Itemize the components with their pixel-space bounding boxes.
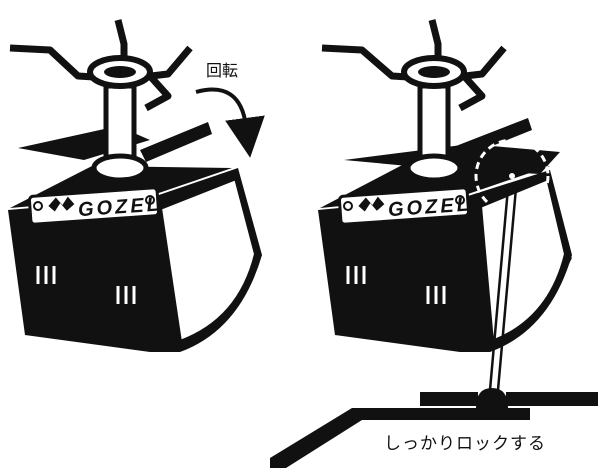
dashed-circle-highlight	[474, 138, 550, 214]
lock-caption: しっかりロックする	[384, 434, 546, 454]
lock-pin	[509, 173, 515, 179]
left-brand-plate	[27, 186, 161, 226]
lock-dome-icon	[476, 388, 508, 408]
right-valve-handle	[456, 118, 532, 158]
lock-upper-plate-left	[420, 392, 478, 406]
right-brand-plate	[337, 186, 471, 226]
rotate-label: 回転	[206, 61, 238, 80]
brand-logo-icon	[358, 196, 385, 212]
leader-line-right	[496, 187, 518, 391]
brand-logo-icon	[48, 196, 75, 212]
lock-detail	[270, 388, 598, 468]
left-stove: GOZEL	[8, 19, 262, 352]
left-vents	[36, 266, 136, 304]
lock-upper-plate-right	[506, 392, 598, 406]
leader-line-left	[488, 187, 510, 391]
left-valve-handle	[140, 122, 212, 162]
lock-lower-plate	[270, 408, 530, 468]
right-stove: GOZEL	[318, 19, 572, 352]
right-vents	[346, 266, 446, 304]
rotate-arrow-icon	[195, 87, 265, 158]
